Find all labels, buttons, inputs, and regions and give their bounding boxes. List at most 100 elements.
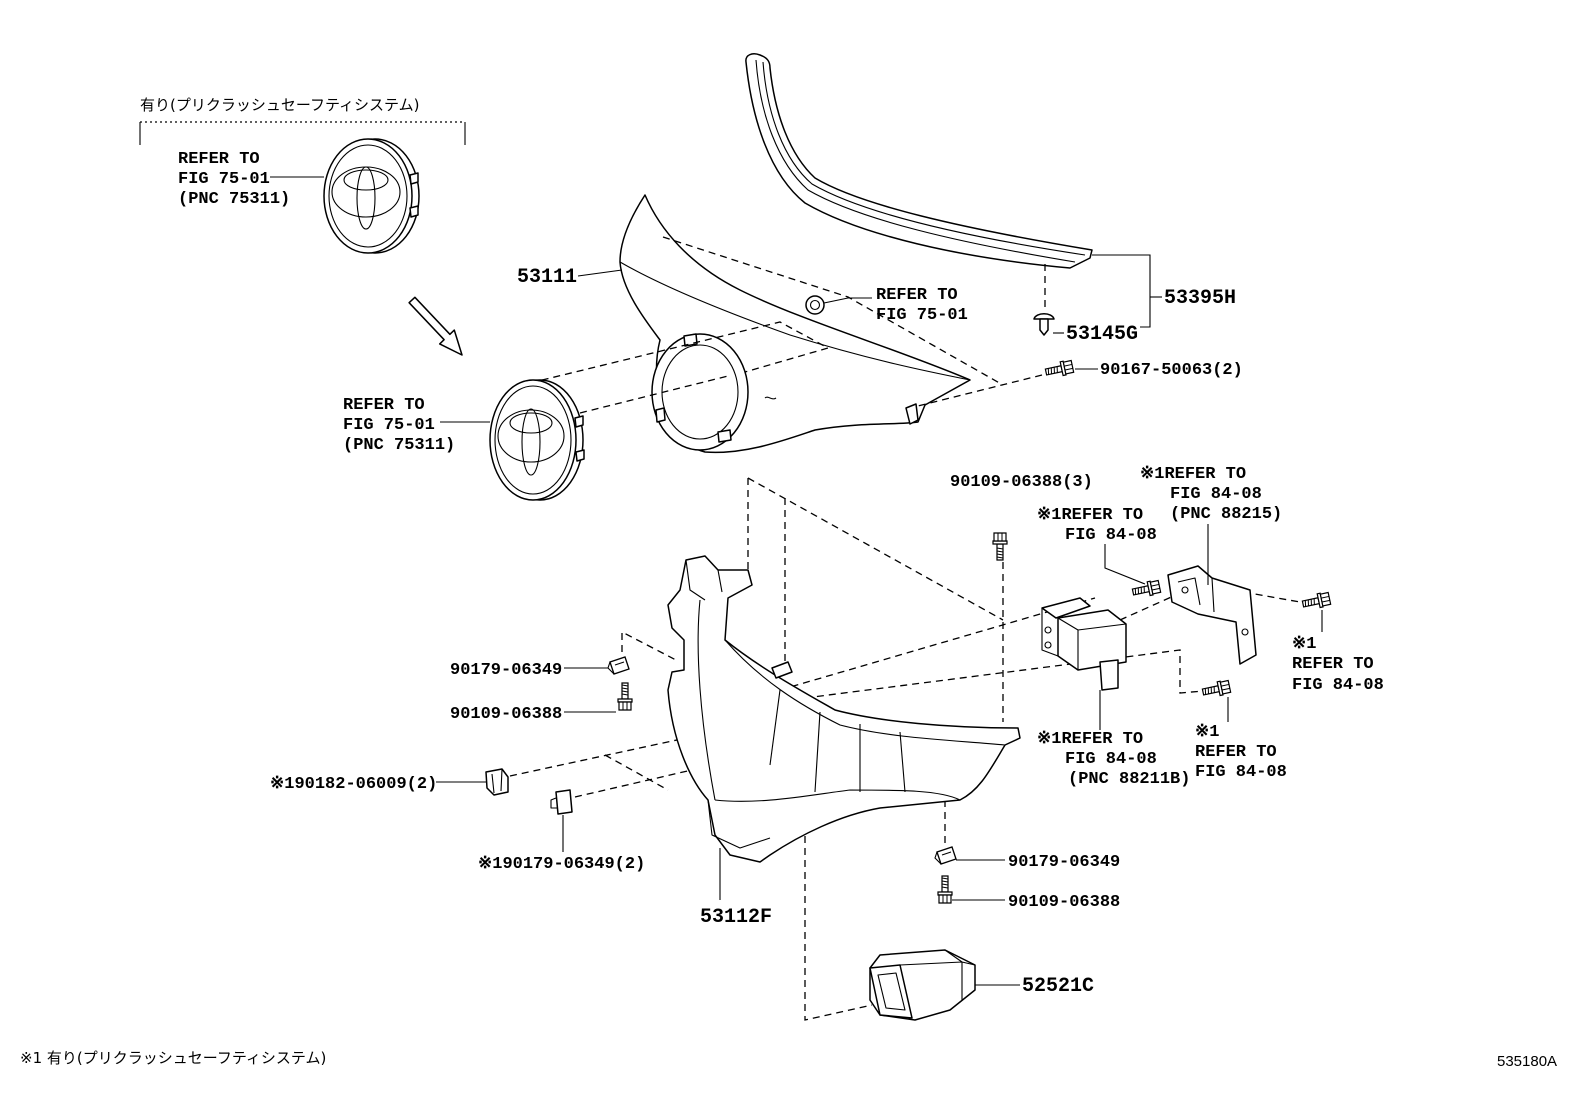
part-90109-06388-left: 90109-06388 [450,705,562,724]
emblem-top-face [323,138,413,254]
ref-emblem-top-line1: REFER TO [178,150,260,169]
ref-clip-line1: REFER TO [876,286,958,305]
dash-duct [804,800,873,1021]
grille-clip [805,295,825,315]
ref-bolt-lower-line1: ※1 [1195,723,1219,742]
clip-outer [805,295,825,315]
sensor-screw [1044,641,1052,649]
ref-emblem-top-line3: (PNC 75311) [178,190,290,209]
grommet-detail [491,768,503,794]
grille-upper-face [619,261,971,381]
molding-line [755,59,1076,263]
part-90179-06349-bottom: 90179-06349 [1008,853,1120,872]
duct-top-edge [899,949,976,1000]
ref-emblem-top-line2: FIG 75-01 [178,170,270,189]
part-53145G: 53145G [1066,323,1138,346]
emblem-mid-face [489,379,577,501]
frame-outline [667,555,1021,863]
dash-nut-left [621,630,677,661]
sensor-body [1057,609,1127,671]
grille-bottom-tab [905,403,919,425]
emblem-mid-logo-outer [497,409,565,463]
grille-emblem-frame [651,333,749,451]
sensor-connector [1099,659,1119,691]
frame-lower-bar [714,789,961,802]
grille-mark [764,396,777,400]
duct-opening-inner [877,972,906,1011]
emblem-mid-tab [575,449,585,462]
grille-frame-tab [683,333,698,347]
frame-upper-bar [724,639,1006,746]
hood-molding-53395H [745,53,1093,269]
ref-88215-line3: (PNC 88215) [1170,505,1282,524]
dash-clip-short [604,754,669,791]
dash-frame-diagonal [747,477,1004,621]
sensor-bracket [1041,597,1091,619]
grille-frame-tab [717,429,732,443]
frame-top-tab [771,661,793,679]
bracket-hole [1181,586,1189,594]
dash-grille-top [662,236,1004,386]
dash-bracket [804,649,1216,699]
clip-53145G [1033,313,1055,336]
sensor-screw [1044,626,1052,634]
frame-strut [769,689,781,766]
arrow-icon [408,296,463,356]
ref-emblem-mid-line3: (PNC 75311) [343,436,455,455]
emblem-top-inner-ring [328,144,408,248]
grille-53111 [619,194,971,454]
sensor-88211B [1041,597,1127,691]
part-90179-06349-left: 90179-06349 [450,661,562,680]
leader-53395H-bracket [1092,254,1151,328]
grommet-90182-06009 [485,768,509,796]
frame-strut [814,711,821,793]
emblem-top-logo-stem [356,166,376,230]
emblem-top-tab [409,172,419,185]
diagram-code: 535180A [1497,1053,1557,1070]
option-bracket [139,121,466,145]
ref-88211B-line1: ※1REFER TO [1037,730,1143,749]
part-53112F: 53112F [700,906,772,929]
clip-inner [809,299,821,311]
ref-88215-line2: FIG 84-08 [1170,485,1262,504]
clip-90179-06349-2 [550,789,573,815]
ref-bolt-upper-line2: FIG 84-08 [1065,526,1157,545]
radiator-support-53112F [667,555,1021,863]
sensor-body-edge [1057,617,1127,670]
part-90167-50063: 90167-50063(2) [1100,361,1243,380]
clip-body [555,789,573,815]
ref-emblem-mid-line2: FIG 75-01 [343,416,435,435]
ref-bolt-right-line3: FIG 84-08 [1292,676,1384,695]
frame-strut [899,731,906,793]
ref-bolt-lower-line2: REFER TO [1195,743,1277,762]
emblem-mid-tab [574,415,584,428]
dash-sensor-upper [779,597,1096,691]
grille-frame-tab [655,407,666,423]
frame-side-bracket [685,559,723,601]
clip-stem [1039,318,1049,336]
ref-emblem-mid-line1: REFER TO [343,396,425,415]
emblem-top-logo-top [343,169,389,191]
dash-sensor-bracket [1119,593,1179,621]
sensor-bracket-side [1041,608,1059,657]
bracket-hole [1241,628,1249,636]
header-option-note: 有り(プリクラッシュセーフティシステム) [140,96,419,114]
dash-grille-bolt [917,374,1043,407]
footer-note: ※1 有り(プリクラッシュセーフティシステム) [20,1049,326,1067]
part-90179-06349-2: ※190179-06349(2) [478,855,645,874]
sensor-bracket-88215 [1167,565,1257,665]
dash-emblem-lower [579,375,729,414]
duct-opening [869,964,913,1019]
bracket-outline [1167,565,1257,665]
ref-bolt-upper-line1: ※1REFER TO [1037,506,1143,525]
ref-bolt-right-line2: REFER TO [1292,655,1374,674]
grommet-body [485,768,509,796]
ref-clip-line2: FIG 75-01 [876,306,968,325]
emblem-mid [489,379,585,501]
leader-clip-ref [823,297,872,304]
emblem-mid-logo-top [509,412,553,434]
part-90109-06388-3: 90109-06388(3) [950,473,1093,492]
part-53395H: 53395H [1164,287,1236,310]
ref-bolt-lower-line3: FIG 84-08 [1195,763,1287,782]
